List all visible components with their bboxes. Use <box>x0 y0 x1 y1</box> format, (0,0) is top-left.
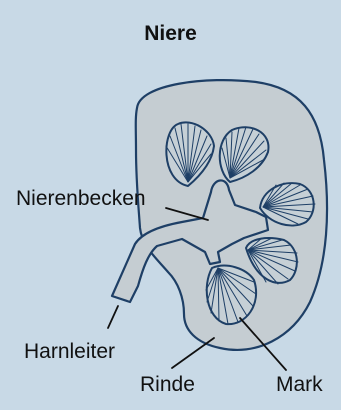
label-harnleiter: Harnleiter <box>24 340 115 364</box>
label-nierenbecken: Nierenbecken <box>16 187 146 211</box>
leader-ureter <box>108 306 118 328</box>
figure-title: Niere <box>0 22 341 46</box>
leader-cortex <box>172 338 214 368</box>
label-rinde: Rinde <box>140 373 195 397</box>
pyramid-bottom <box>206 266 256 324</box>
label-mark: Mark <box>276 373 323 397</box>
